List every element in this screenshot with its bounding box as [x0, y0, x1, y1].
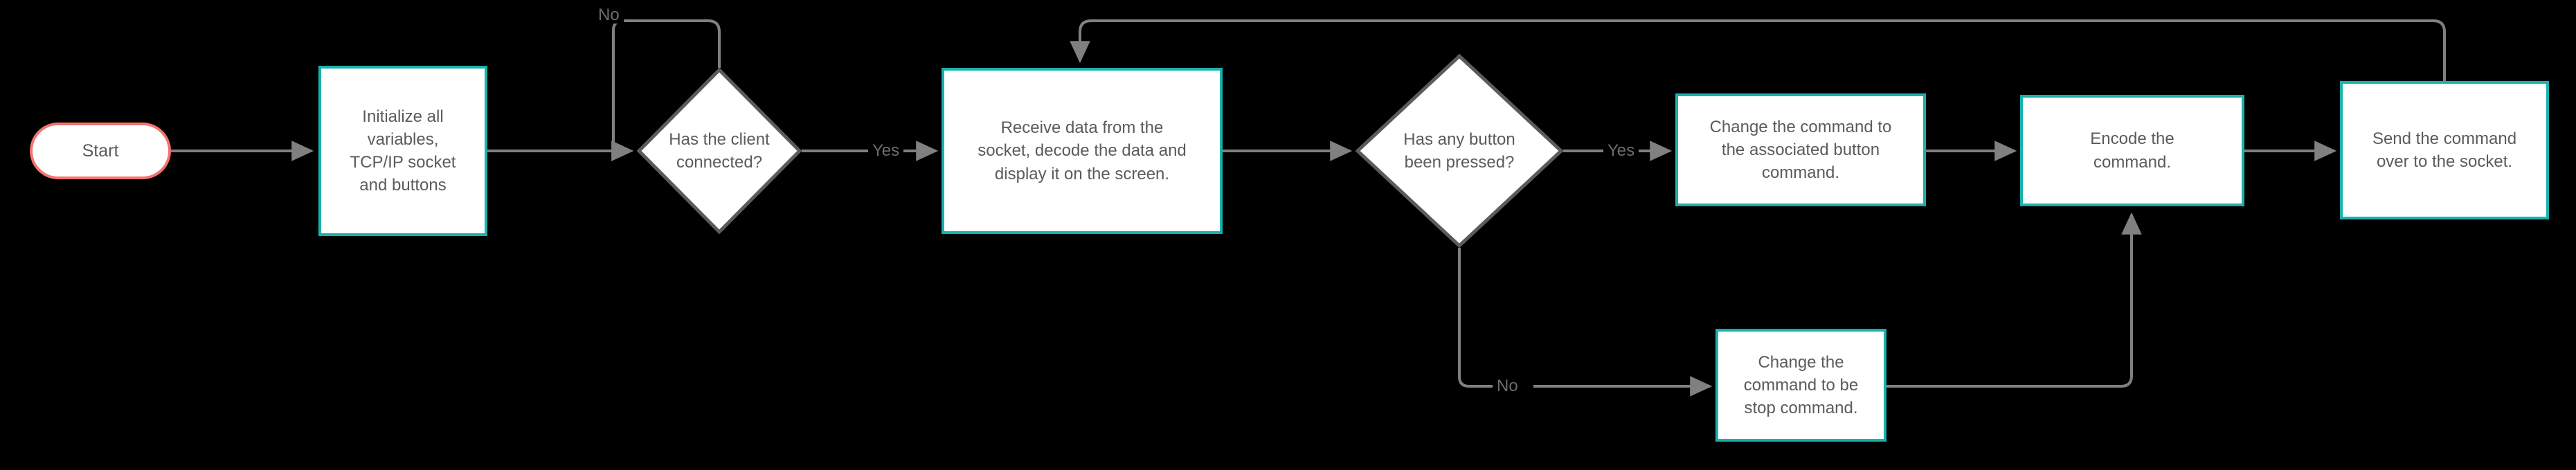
- node-initialize[interactable]: Initialize all variables, TCP/IP socket …: [318, 66, 487, 236]
- node-has-button-pressed[interactable]: Has any button been pressed?: [1355, 54, 1563, 248]
- node-receive-data[interactable]: Receive data from the socket, decode the…: [942, 68, 1223, 234]
- node-stop-command[interactable]: Change the command to be stop command.: [1715, 329, 1886, 442]
- edge-stop-to-encode: [1886, 212, 2142, 388]
- node-has-client-connected-label: Has the client connected?: [669, 129, 770, 172]
- node-start[interactable]: Start: [30, 123, 171, 179]
- node-start-label: Start: [82, 141, 119, 161]
- node-initialize-label: Initialize all variables, TCP/IP socket …: [350, 107, 456, 195]
- edge-send-to-receive-feedback: [1070, 19, 2446, 81]
- node-encode-command[interactable]: Encode the command.: [2020, 95, 2244, 206]
- edge-label-client-yes: Yes: [868, 143, 904, 159]
- node-change-command-to-button-label: Change the command to the associated but…: [1709, 117, 1892, 183]
- node-send-command[interactable]: Send the command over to the socket.: [2340, 81, 2549, 219]
- node-receive-data-label: Receive data from the socket, decode the…: [978, 118, 1187, 183]
- node-has-client-connected[interactable]: Has the client connected?: [637, 68, 802, 234]
- edge-label-client-no: No: [594, 7, 624, 24]
- edge-decision2-no-a: [1458, 248, 1495, 388]
- node-stop-command-label: Change the command to be stop command.: [1743, 352, 1859, 418]
- node-send-command-label: Send the command over to the socket.: [2372, 129, 2517, 171]
- node-change-command-to-button[interactable]: Change the command to the associated but…: [1675, 93, 1926, 206]
- edge-label-button-yes: Yes: [1603, 143, 1639, 159]
- edge-label-button-no: No: [1493, 378, 1522, 395]
- node-has-button-pressed-label: Has any button been pressed?: [1403, 129, 1515, 172]
- node-encode-command-label: Encode the command.: [2090, 129, 2174, 172]
